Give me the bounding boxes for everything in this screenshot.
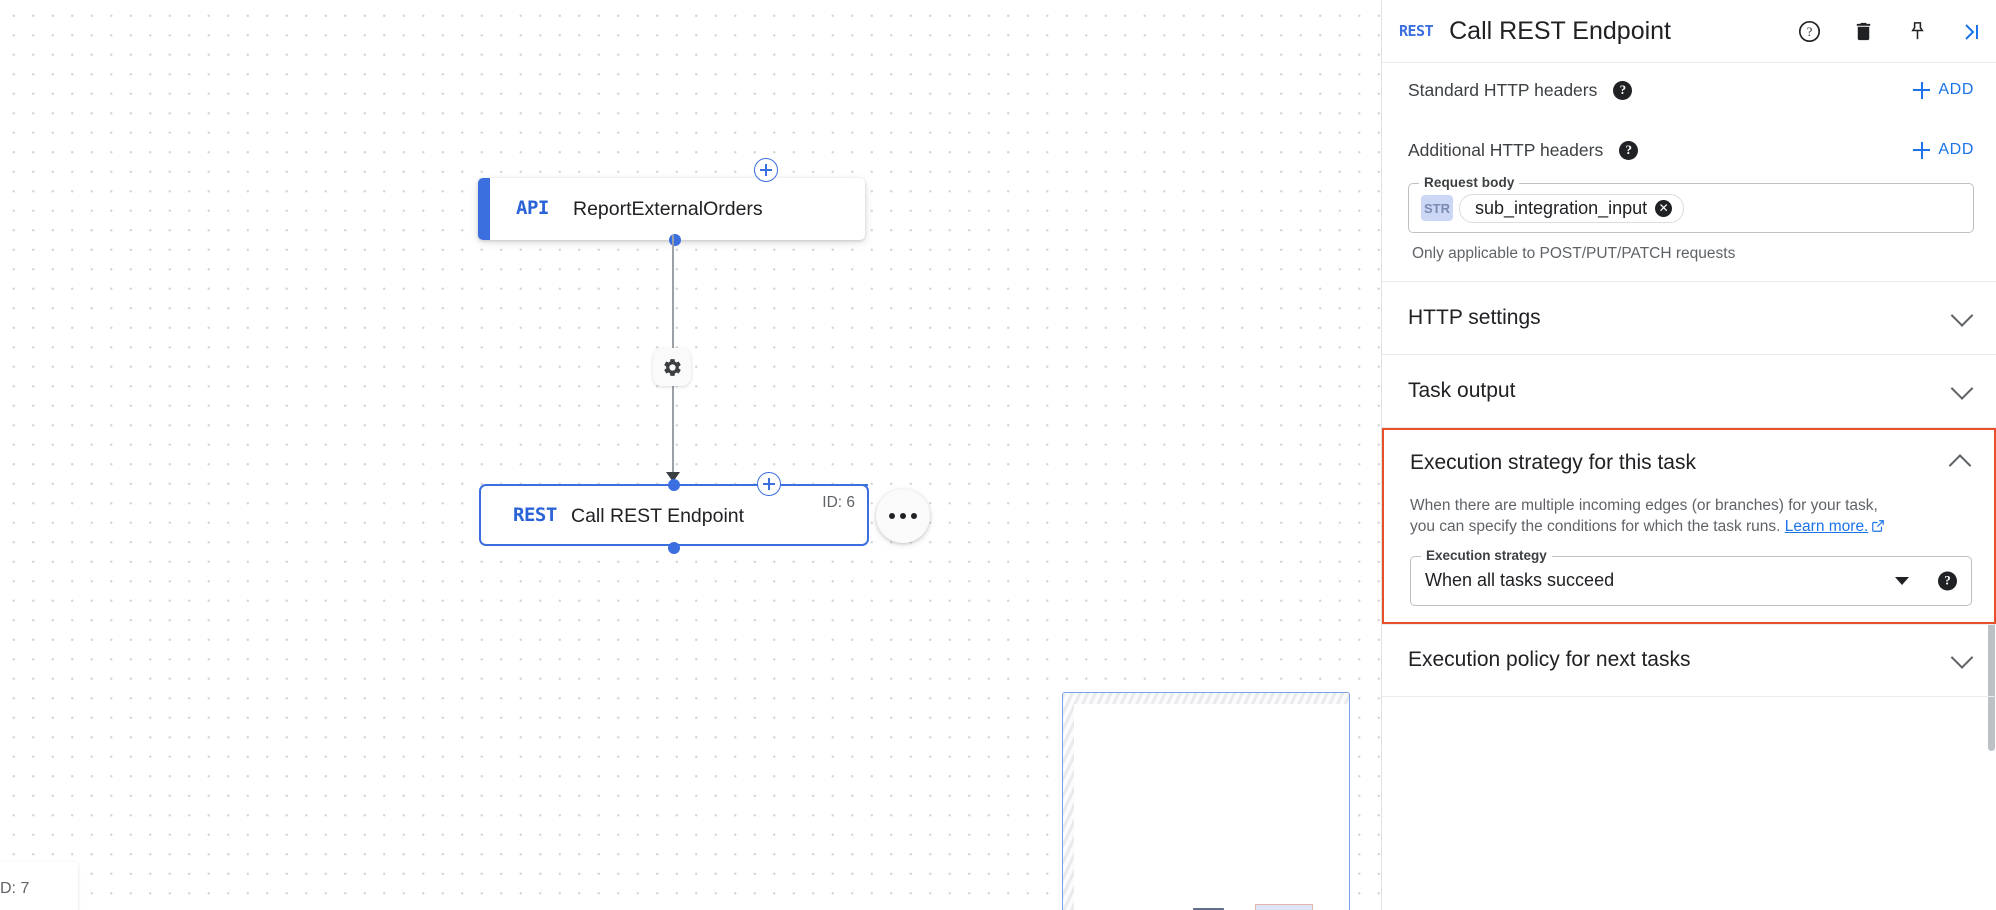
- add-node-after-api-button[interactable]: [754, 158, 778, 182]
- page-title: Call REST Endpoint: [1449, 16, 1671, 45]
- description-line-1: When there are multiple incoming edges (…: [1410, 497, 1878, 514]
- node-accent-bar: [478, 178, 490, 240]
- panel-header: REST Call REST Endpoint ?: [1382, 0, 1996, 63]
- standard-http-headers-label: Standard HTTP headers: [1408, 79, 1598, 100]
- collapse-icon[interactable]: [1958, 19, 1984, 45]
- add-label: ADD: [1938, 141, 1974, 158]
- chevron-down-icon[interactable]: [1895, 576, 1909, 585]
- workflow-canvas[interactable]: D: 7 API ReportExternalOrders REST Call …: [0, 0, 1381, 910]
- section-title: Execution policy for next tasks: [1408, 648, 1691, 672]
- panel-header-actions: ?: [1796, 0, 1984, 63]
- section-task-output[interactable]: Task output: [1382, 355, 1996, 428]
- delete-icon[interactable]: [1850, 19, 1876, 45]
- section-execution-strategy[interactable]: Execution strategy for this task When th…: [1382, 428, 1996, 624]
- add-standard-header-button[interactable]: ADD: [1913, 81, 1974, 99]
- divider: [1382, 281, 1996, 282]
- request-body-helper-text: Only applicable to POST/PUT/PATCH reques…: [1412, 245, 1736, 262]
- panel-type-badge: REST: [1399, 22, 1434, 40]
- section-execution-policy[interactable]: Execution policy for next tasks: [1382, 623, 1996, 697]
- additional-http-headers-row: Additional HTTP headers ? ADD: [1382, 117, 1996, 183]
- execution-strategy-header[interactable]: Execution strategy for this task: [1384, 430, 1994, 496]
- canvas-floating-panel[interactable]: [1062, 692, 1350, 910]
- section-title: HTTP settings: [1408, 306, 1541, 329]
- offscreen-node-id: D: 7: [0, 880, 30, 897]
- node-more-options-button[interactable]: [876, 489, 930, 543]
- request-body-field[interactable]: Request body STR sub_integration_input ✕: [1408, 175, 1974, 233]
- svg-text:?: ?: [1806, 25, 1812, 39]
- learn-more-link[interactable]: Learn more.: [1784, 517, 1869, 535]
- node-input-port[interactable]: [668, 479, 680, 491]
- task-config-panel: REST Call REST Endpoint ?: [1381, 0, 1996, 910]
- edge-settings-button[interactable]: [653, 348, 691, 386]
- gear-icon: [663, 358, 681, 376]
- panel-body[interactable]: Standard HTTP headers ? ADD Additional H…: [1382, 63, 1996, 910]
- more-dot: [900, 513, 906, 519]
- edge-arrowhead-icon: [666, 472, 680, 482]
- execution-strategy-select[interactable]: Execution strategy When all tasks succee…: [1410, 547, 1972, 606]
- external-link-icon[interactable]: [1871, 519, 1885, 540]
- node-call-rest-endpoint[interactable]: REST Call REST Endpoint ID: 6: [479, 479, 869, 554]
- more-dot: [889, 513, 895, 519]
- execution-strategy-legend: Execution strategy: [1421, 547, 1552, 563]
- request-body-legend: Request body: [1419, 175, 1520, 190]
- chevron-down-icon: [1950, 304, 1974, 327]
- panel-hatch-top: [1063, 693, 1349, 704]
- node-id-label: ID: 6: [822, 494, 855, 511]
- section-title: Execution strategy for this task: [1410, 451, 1696, 474]
- section-http-settings[interactable]: HTTP settings: [1382, 282, 1996, 355]
- additional-http-headers-label: Additional HTTP headers: [1408, 139, 1604, 160]
- add-label: ADD: [1938, 81, 1974, 98]
- help-icon[interactable]: ?: [1938, 571, 1957, 591]
- remove-variable-icon[interactable]: ✕: [1655, 199, 1673, 217]
- execution-strategy-value: When all tasks succeed: [1425, 570, 1615, 591]
- help-icon[interactable]: ?: [1613, 80, 1633, 100]
- offscreen-node-card: [0, 862, 78, 910]
- execution-strategy-description: When there are multiple incoming edges (…: [1384, 496, 1994, 540]
- add-node-after-rest-button[interactable]: [757, 472, 781, 496]
- node-type-badge: API: [516, 197, 549, 219]
- variable-name: sub_integration_input: [1475, 197, 1648, 218]
- section-title: Task output: [1408, 379, 1516, 402]
- standard-http-headers-row: Standard HTTP headers ? ADD: [1382, 63, 1996, 117]
- help-icon[interactable]: ?: [1796, 19, 1822, 45]
- variable-type-chip: STR: [1421, 195, 1453, 221]
- pin-icon[interactable]: [1904, 19, 1930, 45]
- node-output-port[interactable]: [668, 542, 680, 554]
- node-title: Call REST Endpoint: [571, 505, 745, 527]
- node-output-port[interactable]: [669, 234, 681, 246]
- help-icon[interactable]: ?: [1619, 140, 1639, 160]
- request-body-variable-chip[interactable]: sub_integration_input ✕: [1459, 193, 1685, 223]
- panel-hatch-left: [1063, 693, 1074, 910]
- chevron-down-icon: [1950, 377, 1974, 400]
- more-dot: [911, 513, 917, 519]
- description-line-2: you can specify the conditions for which…: [1410, 517, 1781, 535]
- add-additional-header-button[interactable]: ADD: [1913, 141, 1974, 159]
- plus-icon: [1913, 141, 1931, 159]
- chevron-down-icon: [1950, 646, 1974, 670]
- node-report-external-orders[interactable]: API ReportExternalOrders: [478, 178, 865, 246]
- node-type-badge: REST: [513, 504, 557, 526]
- node-title: ReportExternalOrders: [573, 198, 763, 220]
- plus-icon: [1913, 81, 1931, 99]
- chevron-up-icon: [1948, 454, 1972, 477]
